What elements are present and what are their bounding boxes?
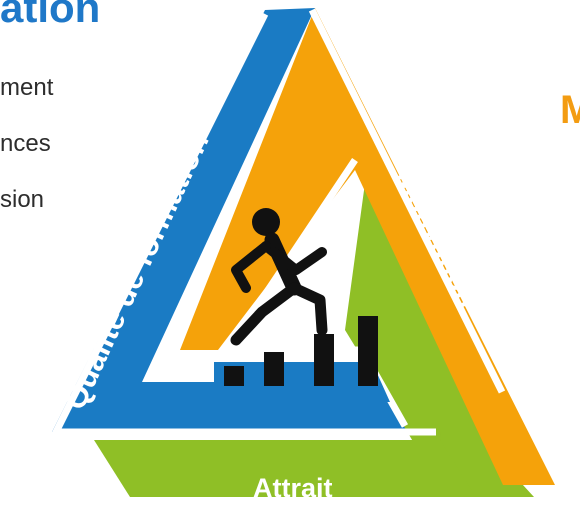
right-heading-fragment: M bbox=[560, 88, 580, 132]
person-climbing-stairs-icon bbox=[224, 208, 378, 386]
bullet-item-1: ment bbox=[0, 74, 54, 101]
page-heading: ation bbox=[0, 0, 101, 31]
side-quality bbox=[52, 8, 440, 432]
label-attrait: Attrait bbox=[253, 473, 333, 503]
side-motivation bbox=[180, 8, 555, 485]
bullet-item-3: sion bbox=[0, 186, 45, 213]
side-attrait-band bbox=[94, 440, 476, 497]
floor-strip bbox=[214, 362, 390, 402]
bullet-item-2: nces bbox=[0, 130, 51, 157]
